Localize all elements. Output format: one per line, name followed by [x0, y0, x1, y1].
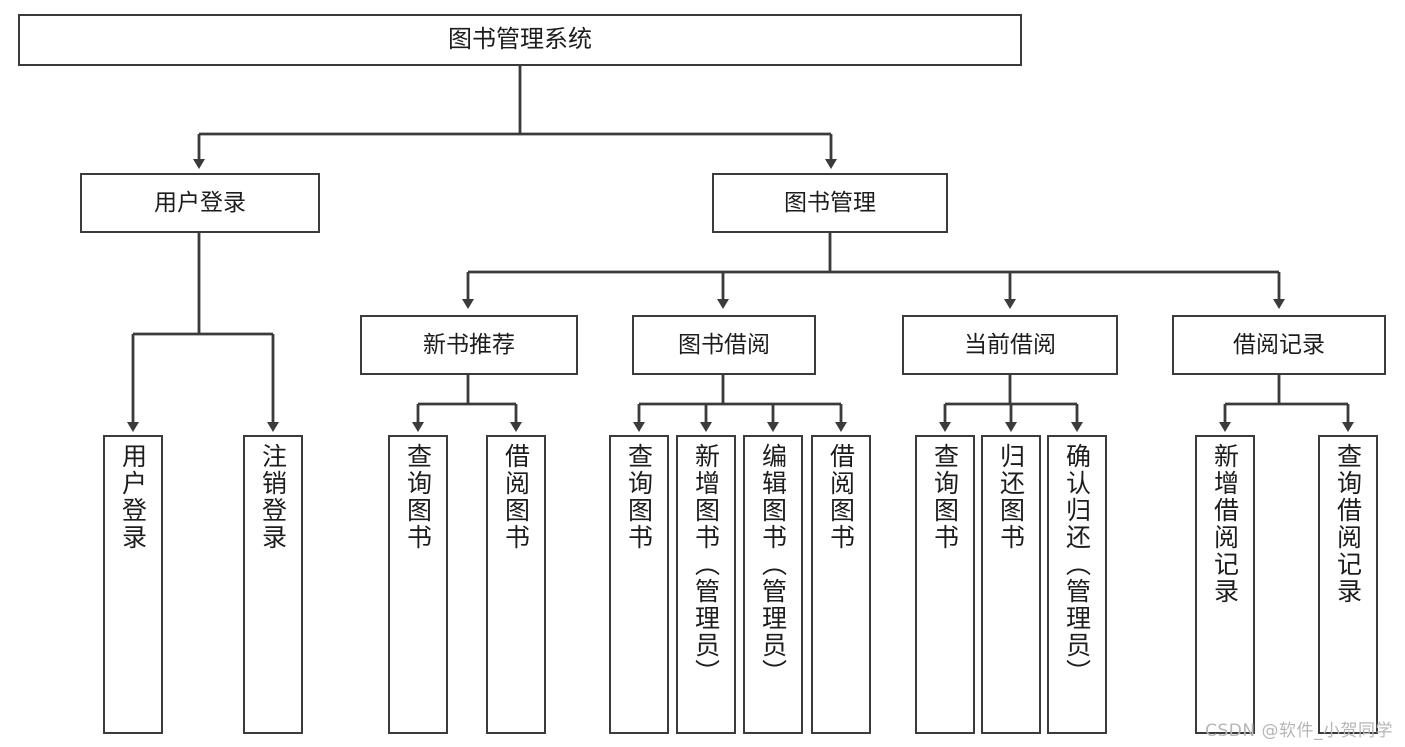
leaf-borrow-query-book[interactable]: 查询图书 — [609, 435, 669, 734]
node-user-login[interactable]: 用户登录 — [80, 173, 320, 233]
node-label: 当前借阅 — [964, 331, 1056, 358]
node-label: 新书推荐 — [423, 331, 515, 358]
leaf-user-login[interactable]: 用户登录 — [103, 435, 163, 734]
leaf-user-logout[interactable]: 注销登录 — [243, 435, 303, 734]
leaf-record-add-record[interactable]: 新增借阅记录 — [1195, 435, 1255, 734]
node-label: 图书管理 — [784, 189, 876, 216]
leaf-current-query-book[interactable]: 查询图书 — [915, 435, 975, 734]
node-label: 图书借阅 — [678, 331, 770, 358]
node-label: 确认归还（管理员） — [1062, 443, 1092, 686]
node-label: 查询图书 — [930, 443, 960, 551]
node-book-management[interactable]: 图书管理 — [712, 173, 948, 233]
leaf-current-return-book[interactable]: 归还图书 — [981, 435, 1041, 734]
watermark-text: CSDN @软件_小贺同学 — [1205, 721, 1393, 741]
node-current-borrow[interactable]: 当前借阅 — [902, 315, 1118, 375]
leaf-borrow-add-book-admin[interactable]: 新增图书（管理员） — [676, 435, 736, 734]
node-book-borrow[interactable]: 图书借阅 — [632, 315, 816, 375]
node-borrow-record[interactable]: 借阅记录 — [1172, 315, 1386, 375]
node-label: 用户登录 — [118, 443, 148, 551]
leaf-record-query-record[interactable]: 查询借阅记录 — [1318, 435, 1378, 734]
node-label: 查询图书 — [624, 443, 654, 551]
node-label: 归还图书 — [996, 443, 1026, 551]
node-label: 用户登录 — [154, 189, 246, 216]
leaf-borrow-borrow-book[interactable]: 借阅图书 — [811, 435, 871, 734]
node-label: 查询借阅记录 — [1333, 443, 1363, 605]
leaf-current-confirm-return-admin[interactable]: 确认归还（管理员） — [1047, 435, 1107, 734]
node-label: 查询图书 — [403, 443, 433, 551]
node-new-book-recommend[interactable]: 新书推荐 — [360, 315, 578, 375]
leaf-recommend-query-book[interactable]: 查询图书 — [388, 435, 448, 734]
node-label: 图书管理系统 — [448, 25, 592, 54]
node-label: 新增借阅记录 — [1210, 443, 1240, 605]
node-label: 借阅图书 — [826, 443, 856, 551]
node-label: 编辑图书（管理员） — [758, 443, 788, 686]
node-label: 新增图书（管理员） — [691, 443, 721, 686]
node-label: 借阅图书 — [501, 443, 531, 551]
leaf-borrow-edit-book-admin[interactable]: 编辑图书（管理员） — [743, 435, 803, 734]
node-label: 借阅记录 — [1233, 331, 1325, 358]
node-root-system[interactable]: 图书管理系统 — [18, 14, 1022, 66]
leaf-recommend-borrow-book[interactable]: 借阅图书 — [486, 435, 546, 734]
node-label: 注销登录 — [258, 443, 288, 551]
